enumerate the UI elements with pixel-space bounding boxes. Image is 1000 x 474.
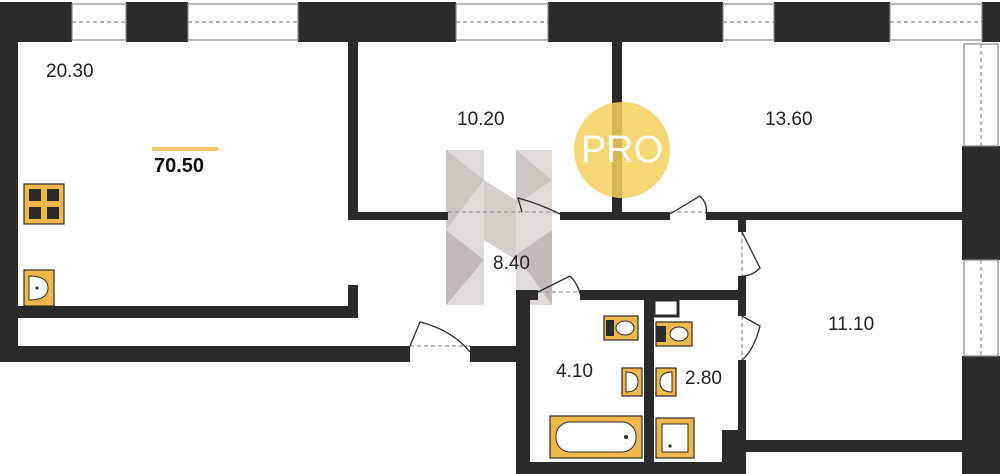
washbasin-icon — [621, 367, 643, 397]
room-area-bedroom-lower-right: 11.10 — [828, 314, 875, 335]
room-area-bedroom-center: 10.20 — [457, 109, 505, 130]
room-area-toilet: 2.80 — [685, 368, 722, 389]
room-area-bathroom: 4.10 — [556, 361, 593, 382]
sink-icon — [23, 269, 55, 307]
room-area-bedroom-right: 13.60 — [765, 109, 813, 130]
watermark-logo — [446, 150, 552, 305]
toilet-icon — [655, 321, 693, 347]
pro-badge: PRO — [574, 102, 670, 198]
bathtub-icon — [549, 415, 643, 459]
shower-tray-icon — [655, 417, 695, 459]
windows — [71, 3, 999, 357]
duct-shaft — [652, 298, 680, 318]
room-area-hall: 8.40 — [493, 253, 530, 274]
toilet-icon — [603, 315, 639, 341]
total-area-underline — [152, 147, 218, 151]
room-area-kitchen-living: 20.30 — [46, 61, 94, 82]
washbasin-icon — [655, 367, 677, 397]
stove-icon — [23, 183, 65, 225]
door-swing-icon — [409, 195, 761, 361]
total-area: 70.50 — [154, 155, 205, 177]
pro-badge-text: PRO — [580, 128, 664, 171]
